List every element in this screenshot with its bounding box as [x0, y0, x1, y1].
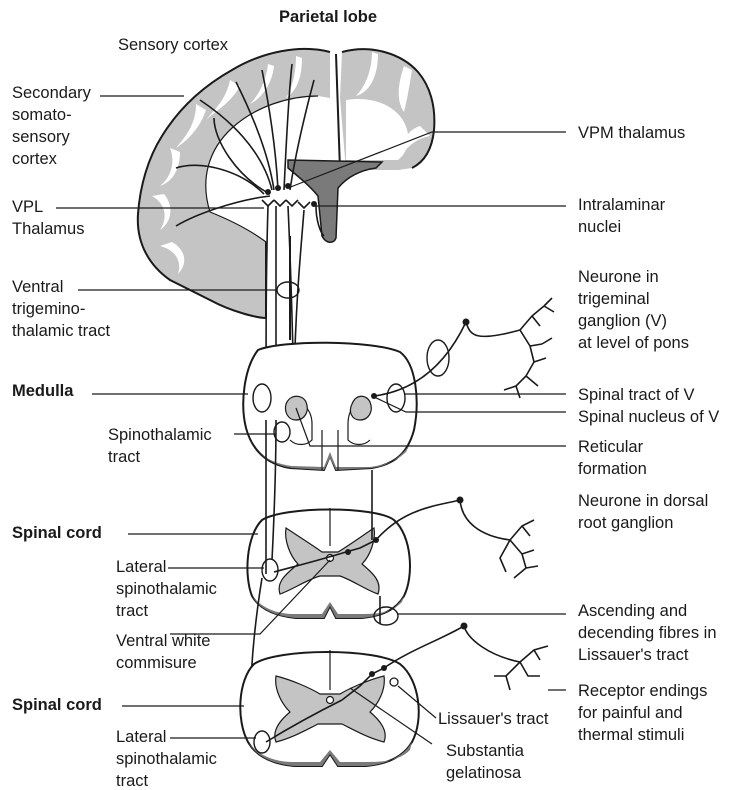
label-secondary-somatosensory-1: Secondary [12, 84, 92, 102]
label-vpl-2: Thalamus [12, 220, 84, 238]
ventral-trigeminothalamic-tract-oval [277, 282, 299, 298]
label-ventral-trigeminothalamic-3: thalamic tract [12, 322, 111, 340]
label-lateral-spinothalamic-lower-2: spinothalamic [116, 750, 217, 768]
trigeminal-ganglion-cell [463, 319, 470, 326]
label-spinal-tract-v: Spinal tract of V [578, 386, 694, 404]
medulla-nucleus-left [253, 384, 271, 412]
label-secondary-somatosensory-4: cortex [12, 150, 58, 168]
label-ascending-1: Ascending and [578, 602, 687, 620]
label-ventral-trigeminothalamic-1: Ventral [12, 278, 63, 296]
label-spinothalamic-1: Spinothalamic [108, 426, 212, 444]
label-intralaminar-2: nuclei [578, 218, 621, 236]
vpm-nucleus-dot [285, 183, 291, 189]
label-intralaminar-1: Intralaminar [578, 196, 666, 214]
vpl-nucleus-dot-2 [275, 185, 281, 191]
spinal-cord-lower [240, 650, 418, 766]
vpl-nucleus-dot [265, 189, 271, 195]
label-secondary-somatosensory-3: sensory [12, 128, 71, 146]
title-parietal-lobe: Parietal lobe [279, 8, 377, 26]
label-neurone-trigeminal-4: at level of pons [578, 334, 689, 352]
label-substantia-1: Substantia [446, 742, 525, 760]
label-lateral-spinothalamic-upper-2: spinothalamic [116, 580, 217, 598]
label-secondary-somatosensory-2: somato- [12, 106, 72, 124]
label-neurone-dorsal-1: Neurone in dorsal [578, 492, 708, 510]
label-neurone-trigeminal-2: trigeminal [578, 290, 650, 308]
lateral-spinothalamic-tract-upper [262, 559, 278, 581]
label-spinal-nucleus-v: Spinal nucleus of V [578, 408, 719, 426]
label-sensory-cortex: Sensory cortex [118, 36, 229, 54]
midline-fissure [336, 54, 340, 170]
label-vpl-1: VPL [12, 198, 43, 216]
label-neurone-trigeminal-1: Neurone in [578, 268, 659, 286]
label-neurone-dorsal-2: root ganglion [578, 514, 673, 532]
label-receptor-3: thermal stimuli [578, 726, 684, 744]
label-ventral-trigeminothalamic-2: trigemino- [12, 300, 85, 318]
trigeminal-root-oval [427, 340, 449, 376]
brain-section [138, 49, 435, 340]
label-lissauers-tract: Lissauer's tract [438, 710, 549, 728]
spinal-cord-upper [247, 508, 410, 618]
label-spinothalamic-2: tract [108, 448, 141, 466]
label-lateral-spinothalamic-upper-1: Lateral [116, 558, 166, 576]
label-lateral-spinothalamic-upper-3: tract [116, 602, 149, 620]
label-medulla: Medulla [12, 382, 74, 400]
thalamic-terminals [262, 200, 310, 208]
label-spinal-cord-upper: Spinal cord [12, 524, 102, 542]
lissauers-tract-dot [390, 678, 398, 686]
label-lateral-spinothalamic-lower-1: Lateral [116, 728, 166, 746]
central-canal-lower [327, 697, 334, 704]
label-receptor-1: Receptor endings [578, 682, 707, 700]
label-ascending-2: decending fibres in [578, 624, 717, 642]
label-vpm-thalamus: VPM thalamus [578, 124, 685, 142]
medulla-section [243, 343, 416, 470]
lateral-spinothalamic-tract-lower [254, 731, 270, 753]
label-reticular-1: Reticular [578, 438, 644, 456]
label-reticular-2: formation [578, 460, 647, 478]
label-lateral-spinothalamic-lower-3: tract [116, 772, 149, 790]
label-receptor-2: for painful and [578, 704, 683, 722]
label-neurone-trigeminal-3: ganglion (V) [578, 312, 667, 330]
label-ventral-white-2: commisure [116, 654, 197, 672]
label-spinal-cord-lower: Spinal cord [12, 696, 102, 714]
label-substantia-2: gelatinosa [446, 764, 522, 782]
label-ascending-3: Lissauer's tract [578, 646, 689, 664]
label-ventral-white-1: Ventral white [116, 632, 210, 650]
